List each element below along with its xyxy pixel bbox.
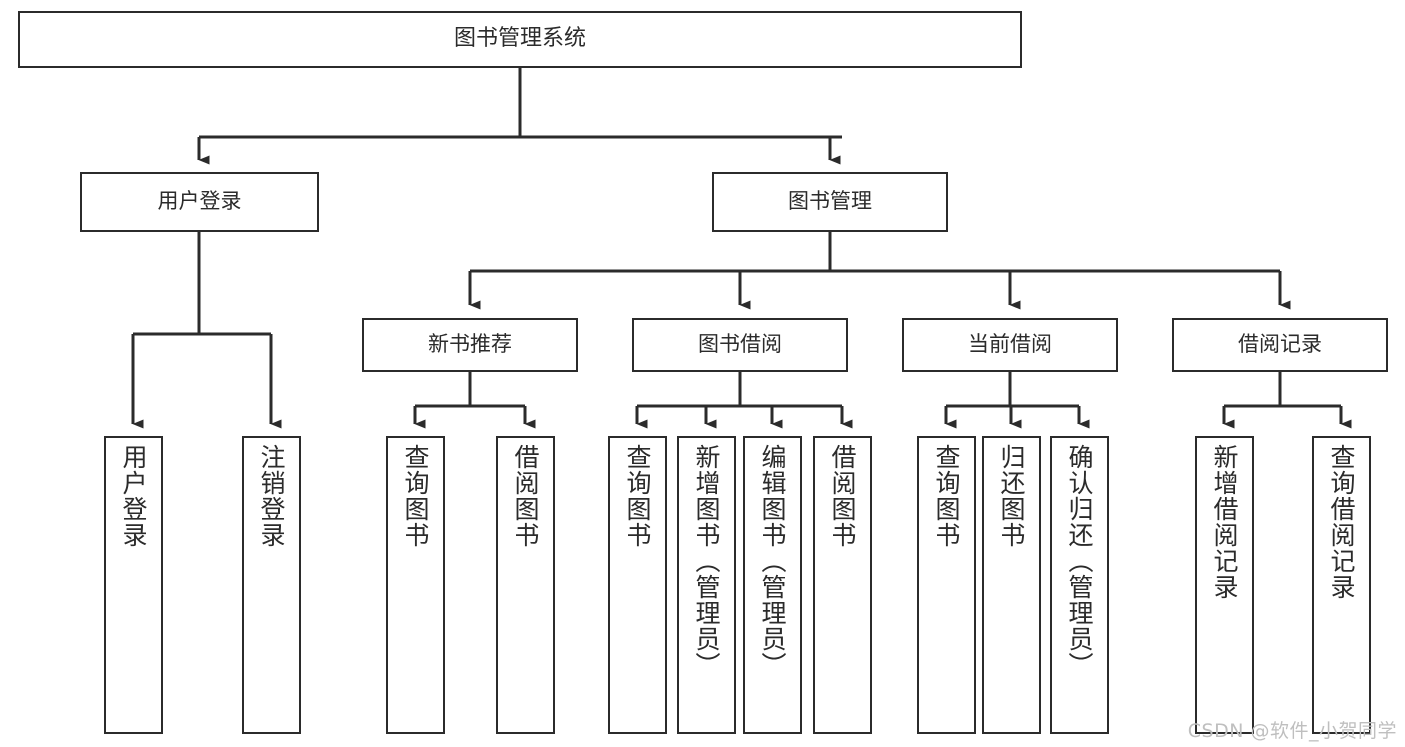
node-current-borrow-label: 当前借阅 bbox=[968, 332, 1052, 357]
node-new-book-rec-label: 新书推荐 bbox=[428, 332, 512, 357]
node-leaf-6[interactable]: 新增图书（管理员） bbox=[677, 436, 736, 734]
node-leaf-13[interactable]: 查询借阅记录 bbox=[1312, 436, 1371, 734]
node-leaf-12-label: 新增借阅记录 bbox=[1210, 444, 1239, 600]
node-leaf-8[interactable]: 借阅图书 bbox=[813, 436, 872, 734]
node-current-borrow[interactable]: 当前借阅 bbox=[902, 318, 1118, 372]
node-user-login-label: 用户登录 bbox=[157, 189, 242, 214]
node-book-manage[interactable]: 图书管理 bbox=[712, 172, 948, 232]
node-leaf-4[interactable]: 借阅图书 bbox=[496, 436, 555, 734]
node-book-borrow-label: 图书借阅 bbox=[698, 332, 782, 357]
node-root[interactable]: 图书管理系统 bbox=[18, 11, 1022, 68]
node-leaf-4-label: 借阅图书 bbox=[511, 444, 540, 548]
node-book-manage-label: 图书管理 bbox=[788, 189, 872, 214]
node-leaf-1-label: 用户登录 bbox=[119, 444, 148, 548]
node-new-book-rec[interactable]: 新书推荐 bbox=[362, 318, 578, 372]
node-leaf-9[interactable]: 查询图书 bbox=[917, 436, 976, 734]
node-leaf-7[interactable]: 编辑图书（管理员） bbox=[743, 436, 802, 734]
csdn-watermark: CSDN @软件_小贺同学 bbox=[1187, 720, 1397, 742]
node-leaf-12[interactable]: 新增借阅记录 bbox=[1195, 436, 1254, 734]
node-leaf-9-label: 查询图书 bbox=[932, 444, 961, 548]
node-leaf-3[interactable]: 查询图书 bbox=[386, 436, 445, 734]
node-root-label: 图书管理系统 bbox=[453, 26, 586, 52]
node-user-login[interactable]: 用户登录 bbox=[80, 172, 319, 232]
node-leaf-6-label: 新增图书（管理员） bbox=[692, 444, 721, 678]
node-leaf-5[interactable]: 查询图书 bbox=[608, 436, 667, 734]
node-borrow-record-label: 借阅记录 bbox=[1238, 332, 1322, 357]
node-leaf-13-label: 查询借阅记录 bbox=[1327, 444, 1356, 600]
node-leaf-2[interactable]: 注销登录 bbox=[242, 436, 301, 734]
node-borrow-record[interactable]: 借阅记录 bbox=[1172, 318, 1388, 372]
node-leaf-10[interactable]: 归还图书 bbox=[982, 436, 1041, 734]
node-leaf-1[interactable]: 用户登录 bbox=[104, 436, 163, 734]
node-leaf-5-label: 查询图书 bbox=[623, 444, 652, 548]
node-leaf-11[interactable]: 确认归还（管理员） bbox=[1050, 436, 1109, 734]
node-leaf-11-label: 确认归还（管理员） bbox=[1065, 444, 1094, 678]
node-leaf-2-label: 注销登录 bbox=[257, 444, 286, 548]
node-leaf-3-label: 查询图书 bbox=[401, 444, 430, 548]
node-leaf-10-label: 归还图书 bbox=[997, 444, 1026, 548]
node-book-borrow[interactable]: 图书借阅 bbox=[632, 318, 848, 372]
node-leaf-7-label: 编辑图书（管理员） bbox=[758, 444, 787, 678]
node-leaf-8-label: 借阅图书 bbox=[828, 444, 857, 548]
